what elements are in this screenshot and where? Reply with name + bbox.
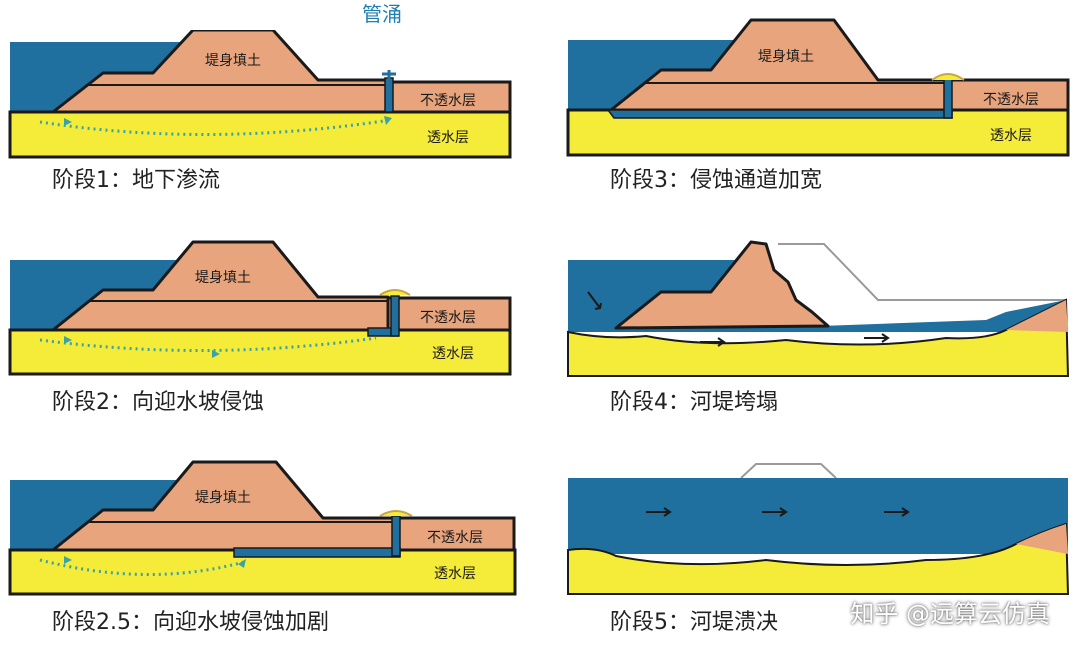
stage-1-caption: 阶段1：地下渗流	[52, 168, 220, 193]
collapsing-embankment	[614, 240, 830, 330]
stage-2-diagram: 堤身填土 不透水层 透水层	[8, 240, 518, 380]
flow-arrow-icon	[864, 333, 890, 343]
watermark: 知乎 @远算云仿真	[850, 600, 1050, 628]
permeable-label: 透水层	[990, 128, 1032, 144]
embankment-label: 堤身填土	[205, 53, 261, 69]
impermeable-layer	[386, 80, 512, 114]
piping-spout-icon	[382, 70, 396, 80]
flow-arrow-icon	[700, 337, 726, 347]
seepage-flow-path	[39, 336, 377, 353]
permeable-label: 透水层	[432, 346, 474, 362]
flow-arrow-icon	[762, 507, 788, 517]
impermeable-layer	[386, 296, 512, 332]
permeable-label: 透水层	[434, 566, 476, 582]
stage-2-5-diagram: 堤身填土 不透水层 透水层	[8, 458, 518, 598]
bank-slope	[1006, 300, 1068, 332]
flow-arrow-icon	[646, 507, 672, 517]
inflow-arrow-icon	[587, 291, 602, 310]
stage-2-svg: 堤身填土 不透水层 透水层	[8, 240, 512, 376]
stage-4-svg	[567, 240, 1070, 377]
impermeable-layer	[394, 516, 516, 552]
stage-4-diagram	[566, 240, 1076, 380]
piping-pipe	[390, 295, 400, 337]
impermeable-label: 不透水层	[427, 530, 483, 546]
bank-slope	[1016, 524, 1068, 554]
erosion-channel	[233, 547, 401, 558]
stage-5-caption: 阶段5：河堤溃决	[610, 610, 778, 635]
impermeable-label: 不透水层	[420, 310, 476, 326]
impermeable-label: 不透水层	[420, 93, 476, 109]
stage-2-caption: 阶段2：向迎水坡侵蚀	[52, 390, 264, 415]
stage-5-svg	[567, 463, 1070, 595]
permeable-layer	[8, 110, 512, 159]
river-water	[568, 478, 1068, 554]
stage-1-diagram: 堤身填土 不透水层 透水层	[8, 30, 518, 160]
stage-3-diagram: 堤身填土 不透水层 透水层	[566, 18, 1076, 158]
stage-2-5-svg: 堤身填土 不透水层 透水层	[8, 460, 517, 596]
sand-boil-icon	[379, 510, 413, 517]
piping-pipe	[391, 515, 401, 557]
embankment-label: 堤身填土	[195, 270, 251, 286]
flow-arrow-icon	[884, 507, 910, 517]
stage-3-svg: 堤身填土 不透水层 透水层	[566, 18, 1070, 157]
sand-boil-icon	[931, 73, 965, 81]
piping-pipe	[943, 77, 953, 119]
stage-2-5-caption: 阶段2.5：向迎水坡侵蚀加剧	[52, 610, 329, 635]
embankment-label: 堤身填土	[758, 49, 814, 65]
stage-5-diagram	[566, 460, 1076, 600]
original-embankment-outline	[740, 463, 837, 479]
sand-boil-icon	[379, 289, 411, 296]
piping-label: 管涌	[362, 2, 402, 26]
original-embankment-outline	[778, 243, 1066, 301]
stage-3-caption: 阶段3：侵蚀通道加宽	[610, 168, 822, 193]
widened-erosion-channel	[606, 109, 953, 119]
impermeable-label: 不透水层	[983, 92, 1039, 108]
piping-pipe	[384, 77, 394, 113]
stage-1-svg: 堤身填土 不透水层 透水层	[8, 30, 512, 159]
permeable-label: 透水层	[427, 130, 469, 146]
stage-4-caption: 阶段4：河堤垮塌	[610, 390, 778, 415]
embankment-label: 堤身填土	[195, 490, 251, 506]
